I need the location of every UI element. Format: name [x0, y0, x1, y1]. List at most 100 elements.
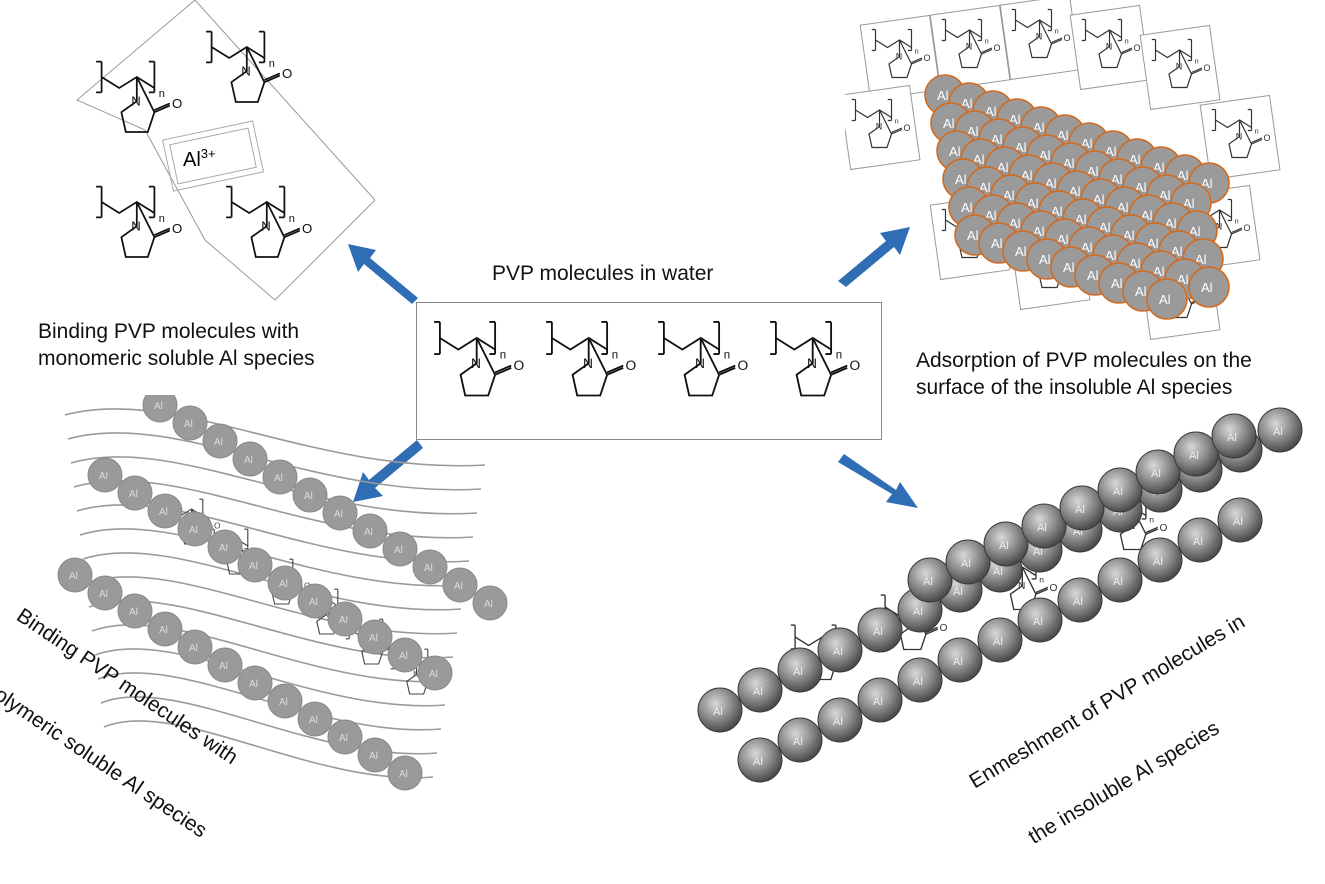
al-sphere-label: Al — [214, 437, 223, 448]
al-sphere-label: Al — [923, 576, 933, 588]
al-sphere-label: Al — [1195, 252, 1207, 267]
al-sphere-label: Al — [159, 507, 168, 518]
al-sphere-label: Al — [309, 715, 318, 726]
subscript-n: n — [289, 213, 295, 225]
atom-n: N — [131, 94, 141, 109]
al-sphere — [472, 585, 508, 621]
al-sphere — [357, 737, 393, 773]
al-sphere-label: Al — [873, 626, 883, 638]
atom-o: O — [302, 221, 312, 236]
al-sphere-label: Al — [1027, 196, 1039, 211]
al-sphere-label: Al — [1075, 212, 1087, 227]
al-sphere-label: Al — [953, 586, 963, 598]
atom-o: O — [1160, 523, 1168, 534]
al-sphere-label: Al — [997, 160, 1009, 175]
al-sphere — [1097, 557, 1143, 603]
al-sphere-label: Al — [1273, 426, 1283, 438]
al-sphere — [1097, 467, 1143, 513]
atom-o: O — [626, 358, 637, 373]
al3-ion-label: Al3+ — [183, 146, 216, 171]
al-sphere-label: Al — [1201, 176, 1213, 191]
al-sphere-label: Al — [1111, 276, 1123, 291]
al-sphere — [1188, 266, 1230, 308]
al-sphere — [357, 619, 393, 655]
al-sphere — [327, 601, 363, 637]
atom-o: O — [1244, 223, 1251, 233]
arrow-top-left — [348, 244, 418, 304]
al-sphere — [387, 755, 423, 791]
al-sphere-label: Al — [1009, 112, 1021, 127]
al-sphere-label: Al — [339, 615, 348, 626]
subscript-n: n — [985, 37, 989, 46]
al-sphere-label: Al — [1063, 156, 1075, 171]
al-sphere-label: Al — [399, 651, 408, 662]
al-sphere-label: Al — [967, 228, 979, 243]
al-sphere-label: Al — [753, 686, 763, 698]
al-sphere-label: Al — [1189, 224, 1201, 239]
al-sphere-label: Al — [943, 116, 955, 131]
al-sphere-label: Al — [1147, 236, 1159, 251]
al-sphere-label: Al — [1015, 140, 1027, 155]
al-sphere-label: Al — [399, 769, 408, 780]
al-sphere-label: Al — [1113, 576, 1123, 588]
al-sphere-label: Al — [1039, 252, 1051, 267]
atom-o: O — [172, 96, 182, 111]
al-sphere-label: Al — [1073, 596, 1083, 608]
al-sphere — [147, 493, 183, 529]
al-sphere-label: Al — [1135, 284, 1147, 299]
al-sphere-label: Al — [369, 751, 378, 762]
adsorption-aggregate: nNOnNOnNOnNOnNOnNOnNOnNOnNOnNOnNOnNO AlA… — [845, 0, 1281, 340]
al-sphere-label: Al — [69, 571, 78, 582]
atom-n: N — [807, 356, 817, 371]
al-sphere-label: Al — [1039, 148, 1051, 163]
al-sphere-label: Al — [1105, 248, 1117, 263]
atom-o: O — [1204, 63, 1211, 73]
al-sphere-label: Al — [999, 540, 1009, 552]
al-sphere-label: Al — [1037, 522, 1047, 534]
al-sphere-label: Al — [833, 646, 843, 658]
atom-o: O — [994, 43, 1001, 53]
arrow-top-right — [838, 227, 910, 287]
al-sphere — [262, 459, 298, 495]
subscript-n: n — [895, 117, 899, 126]
al-sphere-label: Al — [304, 491, 313, 502]
al-sphere-label: Al — [953, 656, 963, 668]
subscript-n: n — [1125, 37, 1129, 46]
atom-n: N — [1106, 42, 1113, 52]
atom-o: O — [1134, 43, 1141, 53]
al-sphere-label: Al — [309, 597, 318, 608]
al-sphere-label: Al — [955, 172, 967, 187]
al-sphere-label: Al — [429, 669, 438, 680]
al-sphere — [117, 593, 153, 629]
al-sphere — [737, 667, 783, 713]
network-strand — [70, 456, 478, 515]
al-sphere-label: Al — [961, 200, 973, 215]
al-sphere-label: Al — [913, 606, 923, 618]
atom-o: O — [214, 521, 221, 531]
al-sphere-label: Al — [1201, 280, 1213, 295]
atom-n: N — [1018, 581, 1025, 592]
al-sphere — [817, 697, 863, 743]
al-sphere — [1257, 407, 1303, 453]
al-sphere-label: Al — [244, 455, 253, 466]
al-sphere — [327, 719, 363, 755]
al-sphere-label: Al — [1087, 268, 1099, 283]
al-sphere — [857, 607, 903, 653]
al-sphere-label: Al — [1183, 196, 1195, 211]
caption-top-left-1: Binding PVP molecules with — [38, 320, 300, 343]
al-sphere-label: Al — [713, 706, 723, 718]
atom-n: N — [1036, 32, 1043, 42]
al-sphere — [907, 557, 953, 603]
al-sphere-label: Al — [1153, 160, 1165, 175]
subscript-n: n — [500, 350, 506, 362]
al-sphere-label: Al — [99, 471, 108, 482]
subscript-n: n — [269, 58, 275, 70]
al-sphere — [697, 687, 743, 733]
al-sphere-label: Al — [1141, 208, 1153, 223]
al-sphere-label: Al — [1063, 260, 1075, 275]
